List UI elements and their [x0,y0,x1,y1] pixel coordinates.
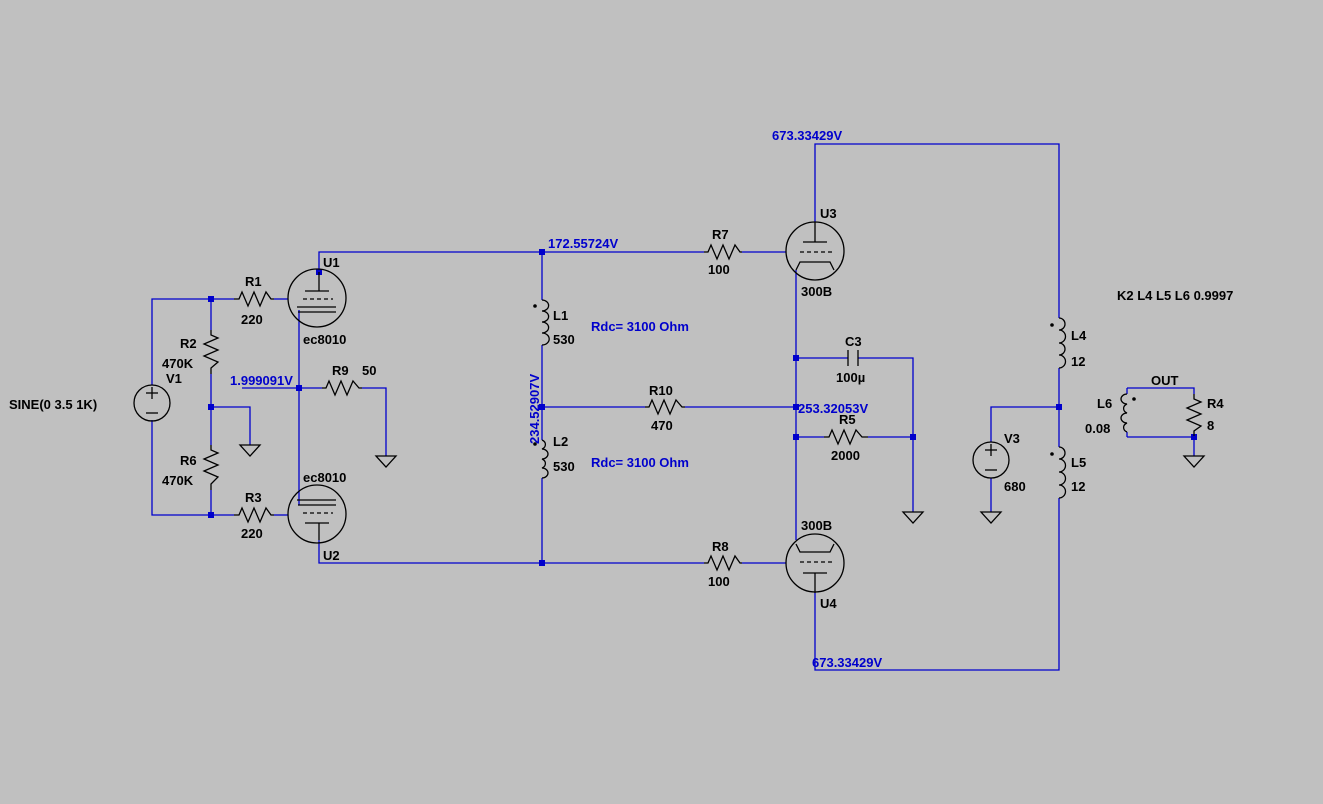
r5-name-label: R5 [839,412,856,427]
voltage-grid-drive: 172.55724V [548,236,618,251]
r9-resistor[interactable] [322,379,362,397]
v3-name-label: V3 [1004,431,1020,446]
l5-value-label: 12 [1071,479,1085,494]
c3-name-label: C3 [845,334,862,349]
u1-model-label: ec8010 [303,332,346,347]
r6-value-label: 470K [162,473,194,488]
r2-resistor[interactable] [202,330,220,374]
c3-capacitor[interactable] [847,350,859,366]
r2-value-label: 470K [162,356,194,371]
u4-tube[interactable] [785,533,845,593]
r2-name-label: R2 [180,336,197,351]
r8-resistor[interactable] [704,554,742,572]
out-label: OUT [1151,373,1179,388]
v1-source[interactable] [133,384,171,422]
r1-resistor[interactable] [234,290,274,308]
l1-value-label: 530 [553,332,575,347]
r1-value-label: 220 [241,312,263,327]
c3-value-label: 100µ [836,370,865,385]
r4-name-label: R4 [1207,396,1224,411]
r9-value-label: 50 [362,363,376,378]
r7-name-label: R7 [712,227,729,242]
l5-name-label: L5 [1071,455,1086,470]
v1-value-label: SINE(0 3.5 1K) [9,397,97,412]
r4-resistor[interactable] [1185,394,1203,436]
u1-name-label: U1 [323,255,340,270]
l4-value-label: 12 [1071,354,1085,369]
l4-inductor[interactable] [1050,317,1067,369]
r9-name-label: R9 [332,363,349,378]
voltage-bottom: 673.33429V [812,655,882,670]
v3-source[interactable] [972,441,1010,479]
r4-value-label: 8 [1207,418,1214,433]
u3-name-label: U3 [820,206,837,221]
l6-value-label: 0.08 [1085,421,1110,436]
r5-value-label: 2000 [831,448,860,463]
r3-resistor[interactable] [234,506,274,524]
l2-rdc-label: Rdc= 3100 Ohm [591,455,689,470]
r7-resistor[interactable] [704,243,742,261]
r10-name-label: R10 [649,383,673,398]
v1-name-label: V1 [166,371,182,386]
u4-name-label: U4 [820,596,837,611]
r3-value-label: 220 [241,526,263,541]
l6-name-label: L6 [1097,396,1112,411]
u2-name-label: U2 [323,548,340,563]
r5-resistor[interactable] [824,428,868,446]
l1-name-label: L1 [553,308,568,323]
l2-name-label: L2 [553,434,568,449]
voltage-top: 673.33429V [772,128,842,143]
u3-tube[interactable] [785,221,845,281]
voltage-cathode-out: 253.32053V [798,401,868,416]
r6-name-label: R6 [180,453,197,468]
r3-name-label: R3 [245,490,262,505]
coupling-directive: K2 L4 L5 L6 0.9997 [1117,288,1233,303]
u1-tube[interactable] [287,268,347,328]
voltage-cathode-in: 1.999091V [230,373,293,388]
r1-name-label: R1 [245,274,262,289]
l4-name-label: L4 [1071,328,1087,343]
r8-value-label: 100 [708,574,730,589]
u2-model-label: ec8010 [303,470,346,485]
v3-value-label: 680 [1004,479,1026,494]
r10-resistor[interactable] [645,398,685,416]
r6-resistor[interactable] [202,445,220,490]
wires [151,143,1195,671]
l1-inductor[interactable] [533,299,550,346]
ground-symbols [238,444,1206,524]
junctions [208,249,1197,566]
r10-value-label: 470 [651,418,673,433]
l2-inductor[interactable] [533,439,549,479]
voltage-mid-choke: 234.52907V [527,374,542,444]
r7-value-label: 100 [708,262,730,277]
l6-inductor[interactable] [1120,393,1136,433]
u3-model-label: 300B [801,284,832,299]
l5-inductor[interactable] [1050,446,1067,499]
u4-model-label: 300B [801,518,832,533]
r8-name-label: R8 [712,539,729,554]
l2-value-label: 530 [553,459,575,474]
l1-rdc-label: Rdc= 3100 Ohm [591,319,689,334]
u2-tube[interactable] [287,484,347,544]
